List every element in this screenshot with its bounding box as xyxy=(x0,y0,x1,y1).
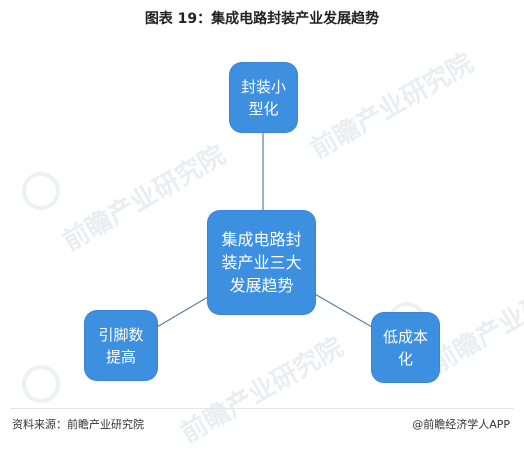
node-pin-count-increase: 引脚数 提高 xyxy=(85,311,157,380)
credit-note: @前瞻经济学人APP xyxy=(412,418,510,431)
node-label-line: 装产业三大 xyxy=(221,253,302,272)
watermark-logo-icon xyxy=(22,172,60,210)
connector-right xyxy=(312,292,373,328)
node-label-line: 化 xyxy=(397,349,413,368)
connector-left xyxy=(156,293,214,328)
source-note: 资料来源：前瞻产业研究院 xyxy=(12,418,144,431)
node-label-line: 发展趋势 xyxy=(229,276,294,295)
node-center-topic: 集成电路封 装产业三大 发展趋势 xyxy=(208,211,315,314)
node-label-line: 低成本 xyxy=(382,327,428,346)
node-packaging-miniaturization: 封装小 型化 xyxy=(230,63,297,132)
node-low-cost: 低成本 化 xyxy=(372,313,439,382)
node-label-line: 提高 xyxy=(105,347,136,366)
node-label-line: 引脚数 xyxy=(98,325,144,344)
node-label-line: 型化 xyxy=(248,99,279,118)
node-label-line: 集成电路封 xyxy=(221,230,302,249)
footer-divider xyxy=(10,408,514,409)
chart-title: 图表 19：集成电路封装产业发展趋势 xyxy=(144,11,380,27)
node-label-line: 封装小 xyxy=(240,77,286,96)
watermark-logo-icon xyxy=(22,365,60,403)
